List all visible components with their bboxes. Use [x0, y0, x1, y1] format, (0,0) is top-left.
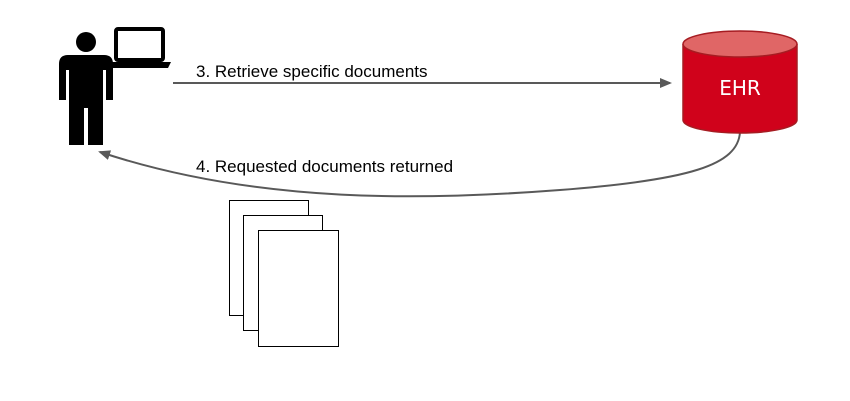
person-icon [59, 32, 113, 145]
return-label: 4. Requested documents returned [196, 157, 454, 176]
arrow-return [98, 131, 741, 198]
database-label: EHR [719, 76, 761, 100]
laptop-icon [108, 27, 171, 68]
database-icon [682, 30, 798, 134]
document-page [258, 230, 339, 347]
retrieve-label: 3. Retrieve specific documents [196, 62, 428, 81]
